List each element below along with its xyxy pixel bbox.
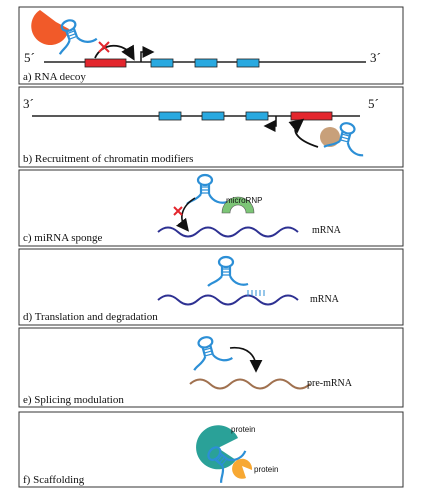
red-region-b <box>290 111 333 121</box>
panel-d: mRNA d) Translation and degradation <box>18 248 404 326</box>
mrna-wave-d <box>157 294 299 306</box>
tss-arrow-b <box>263 116 277 132</box>
mrna-wave-c <box>157 226 299 238</box>
five-prime-label-b: 5´ <box>368 96 379 111</box>
panel-e-frame <box>18 327 404 408</box>
exon-b-2 <box>201 111 225 121</box>
panel-f-frame <box>18 411 404 488</box>
base-pairing-marks <box>247 290 265 296</box>
tss-arrow-a <box>140 46 155 62</box>
lncrna-hairpin-e <box>185 330 234 372</box>
cross-mark-a <box>98 41 110 53</box>
chromatin-modifier-shape <box>320 127 340 147</box>
panel-a: 5´ 3´ a) RNA decoy <box>18 6 404 85</box>
red-region-a <box>84 58 127 68</box>
panel-c-frame <box>18 169 404 247</box>
scaffold-protein-a-label: protein <box>231 425 255 434</box>
panel-f: protein protein f) Scaffolding <box>18 411 404 488</box>
panel-b-title: b) Recruitment of chromatin modifiers <box>23 153 193 165</box>
panel-a-frame <box>18 6 404 85</box>
exon-b-1 <box>158 111 182 121</box>
microrna-complex-label: microRNP <box>226 196 262 205</box>
recruit-arrow-b <box>288 118 319 148</box>
panel-e: pre-mRNA e) Splicing modulation <box>18 327 404 408</box>
panel-b: 3´ 5´ b) Recruitment of chromatin modifi… <box>18 86 404 168</box>
panel-c-title: c) miRNA sponge <box>23 232 103 244</box>
exon-a-1 <box>150 58 174 68</box>
microrna-complex-shape <box>221 196 255 214</box>
lncrna-hairpin-d <box>206 255 250 288</box>
five-prime-label-a: 5´ <box>24 50 35 65</box>
exon-a-3 <box>236 58 260 68</box>
scaffold-protein-b-shape <box>232 458 253 479</box>
premrna-label-e: pre-mRNA <box>307 378 353 389</box>
panel-a-title: a) RNA decoy <box>23 71 86 83</box>
scaffold-protein-b-label: protein <box>254 465 278 474</box>
sponge-arrow-c <box>176 197 196 232</box>
panel-d-title: d) Translation and degradation <box>23 311 158 323</box>
three-prime-label-a: 3´ <box>370 50 381 65</box>
splicing-arrow-e <box>229 346 263 373</box>
exon-b-3 <box>245 111 269 121</box>
blocked-arrow-a <box>94 44 135 61</box>
panel-f-title: f) Scaffolding <box>23 474 85 486</box>
three-prime-label-b: 3´ <box>23 96 34 111</box>
panel-d-frame <box>18 248 404 326</box>
panel-b-frame <box>18 86 404 168</box>
panel-e-title: e) Splicing modulation <box>23 394 124 406</box>
premrna-wave-e <box>189 378 311 390</box>
mrna-label-c: mRNA <box>312 225 342 236</box>
decoy-protein-shape <box>31 10 69 46</box>
mrna-label-d: mRNA <box>310 294 340 305</box>
exon-a-2 <box>194 58 218 68</box>
panel-c: microRNP mRNA c) miRNA sponge <box>18 169 404 247</box>
cross-mark-c <box>173 206 183 216</box>
